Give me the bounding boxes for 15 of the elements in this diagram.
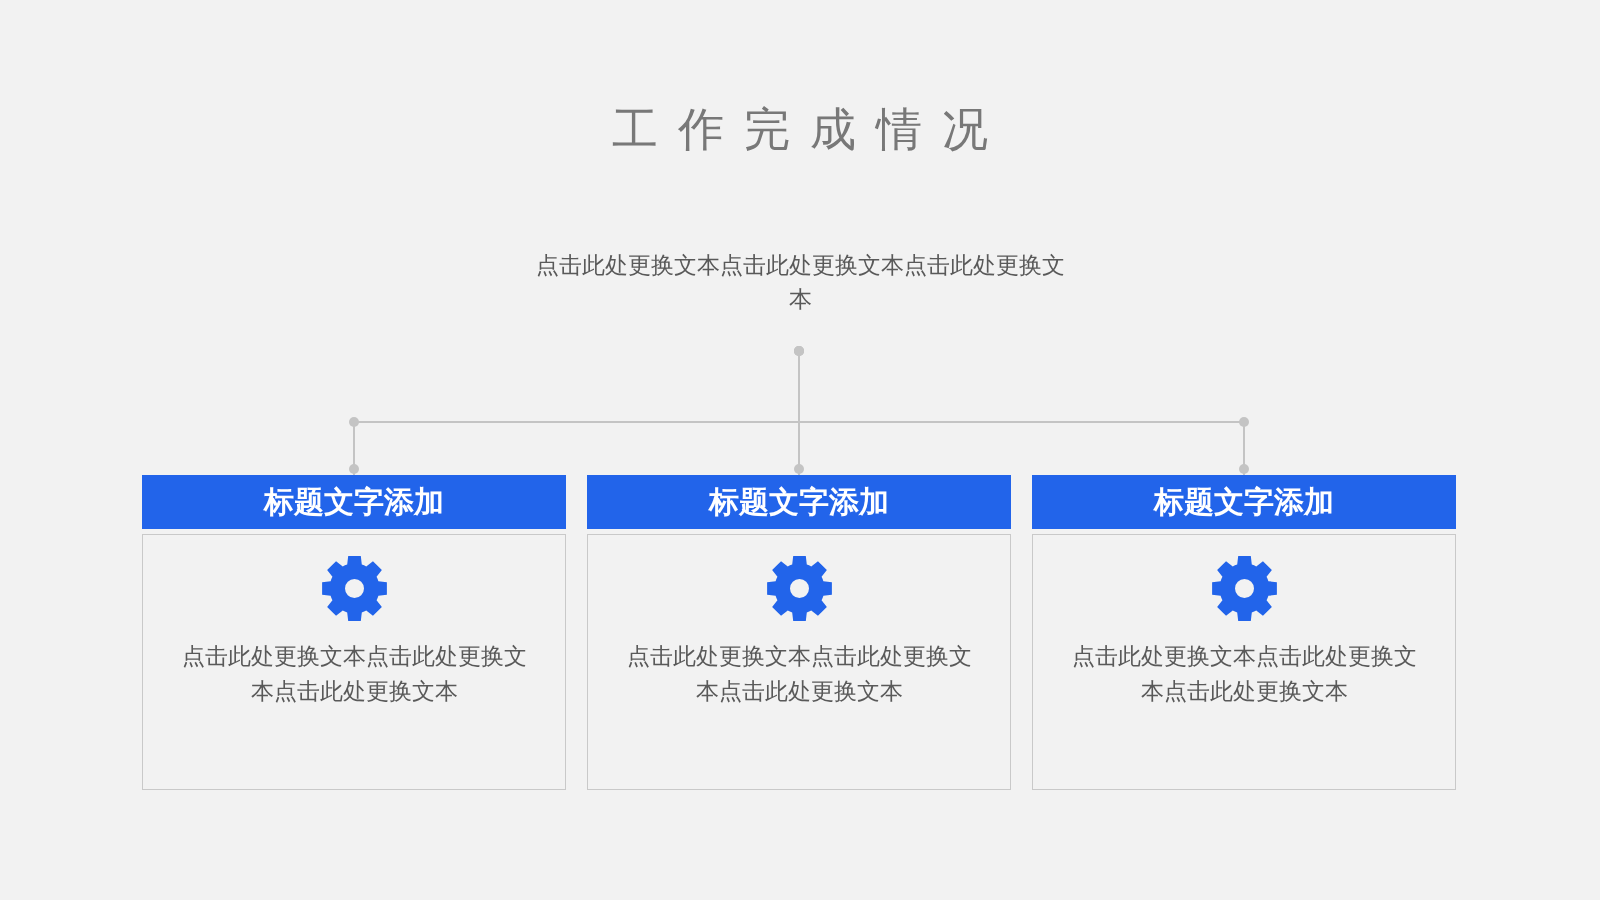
content-panel [142, 534, 566, 790]
header-bar [1032, 475, 1456, 529]
slide-title: 工作完成情况 [611, 105, 1008, 153]
body-text: 点击此处更换文本点击此处更换文本点击此处更换文本 [625, 642, 973, 706]
header-bar [587, 475, 1011, 529]
content-panel [587, 534, 1011, 790]
header-title: 标题文字添加 [709, 484, 889, 520]
body-text: 点击此处更换文本点击此处更换文本点击此处更换文本 [180, 642, 528, 706]
connector-line [794, 346, 1249, 476]
content-panel [1032, 534, 1456, 790]
header-title: 标题文字添加 [1154, 484, 1334, 520]
header-bar [142, 475, 566, 529]
body-text: 点击此处更换文本点击此处更换文本点击此处更换文本 [1070, 642, 1418, 706]
intro-text: 点击此处更换文本点击此处更换文本点击此处更换文本 [534, 251, 1066, 314]
header-title: 标题文字添加 [264, 484, 444, 520]
